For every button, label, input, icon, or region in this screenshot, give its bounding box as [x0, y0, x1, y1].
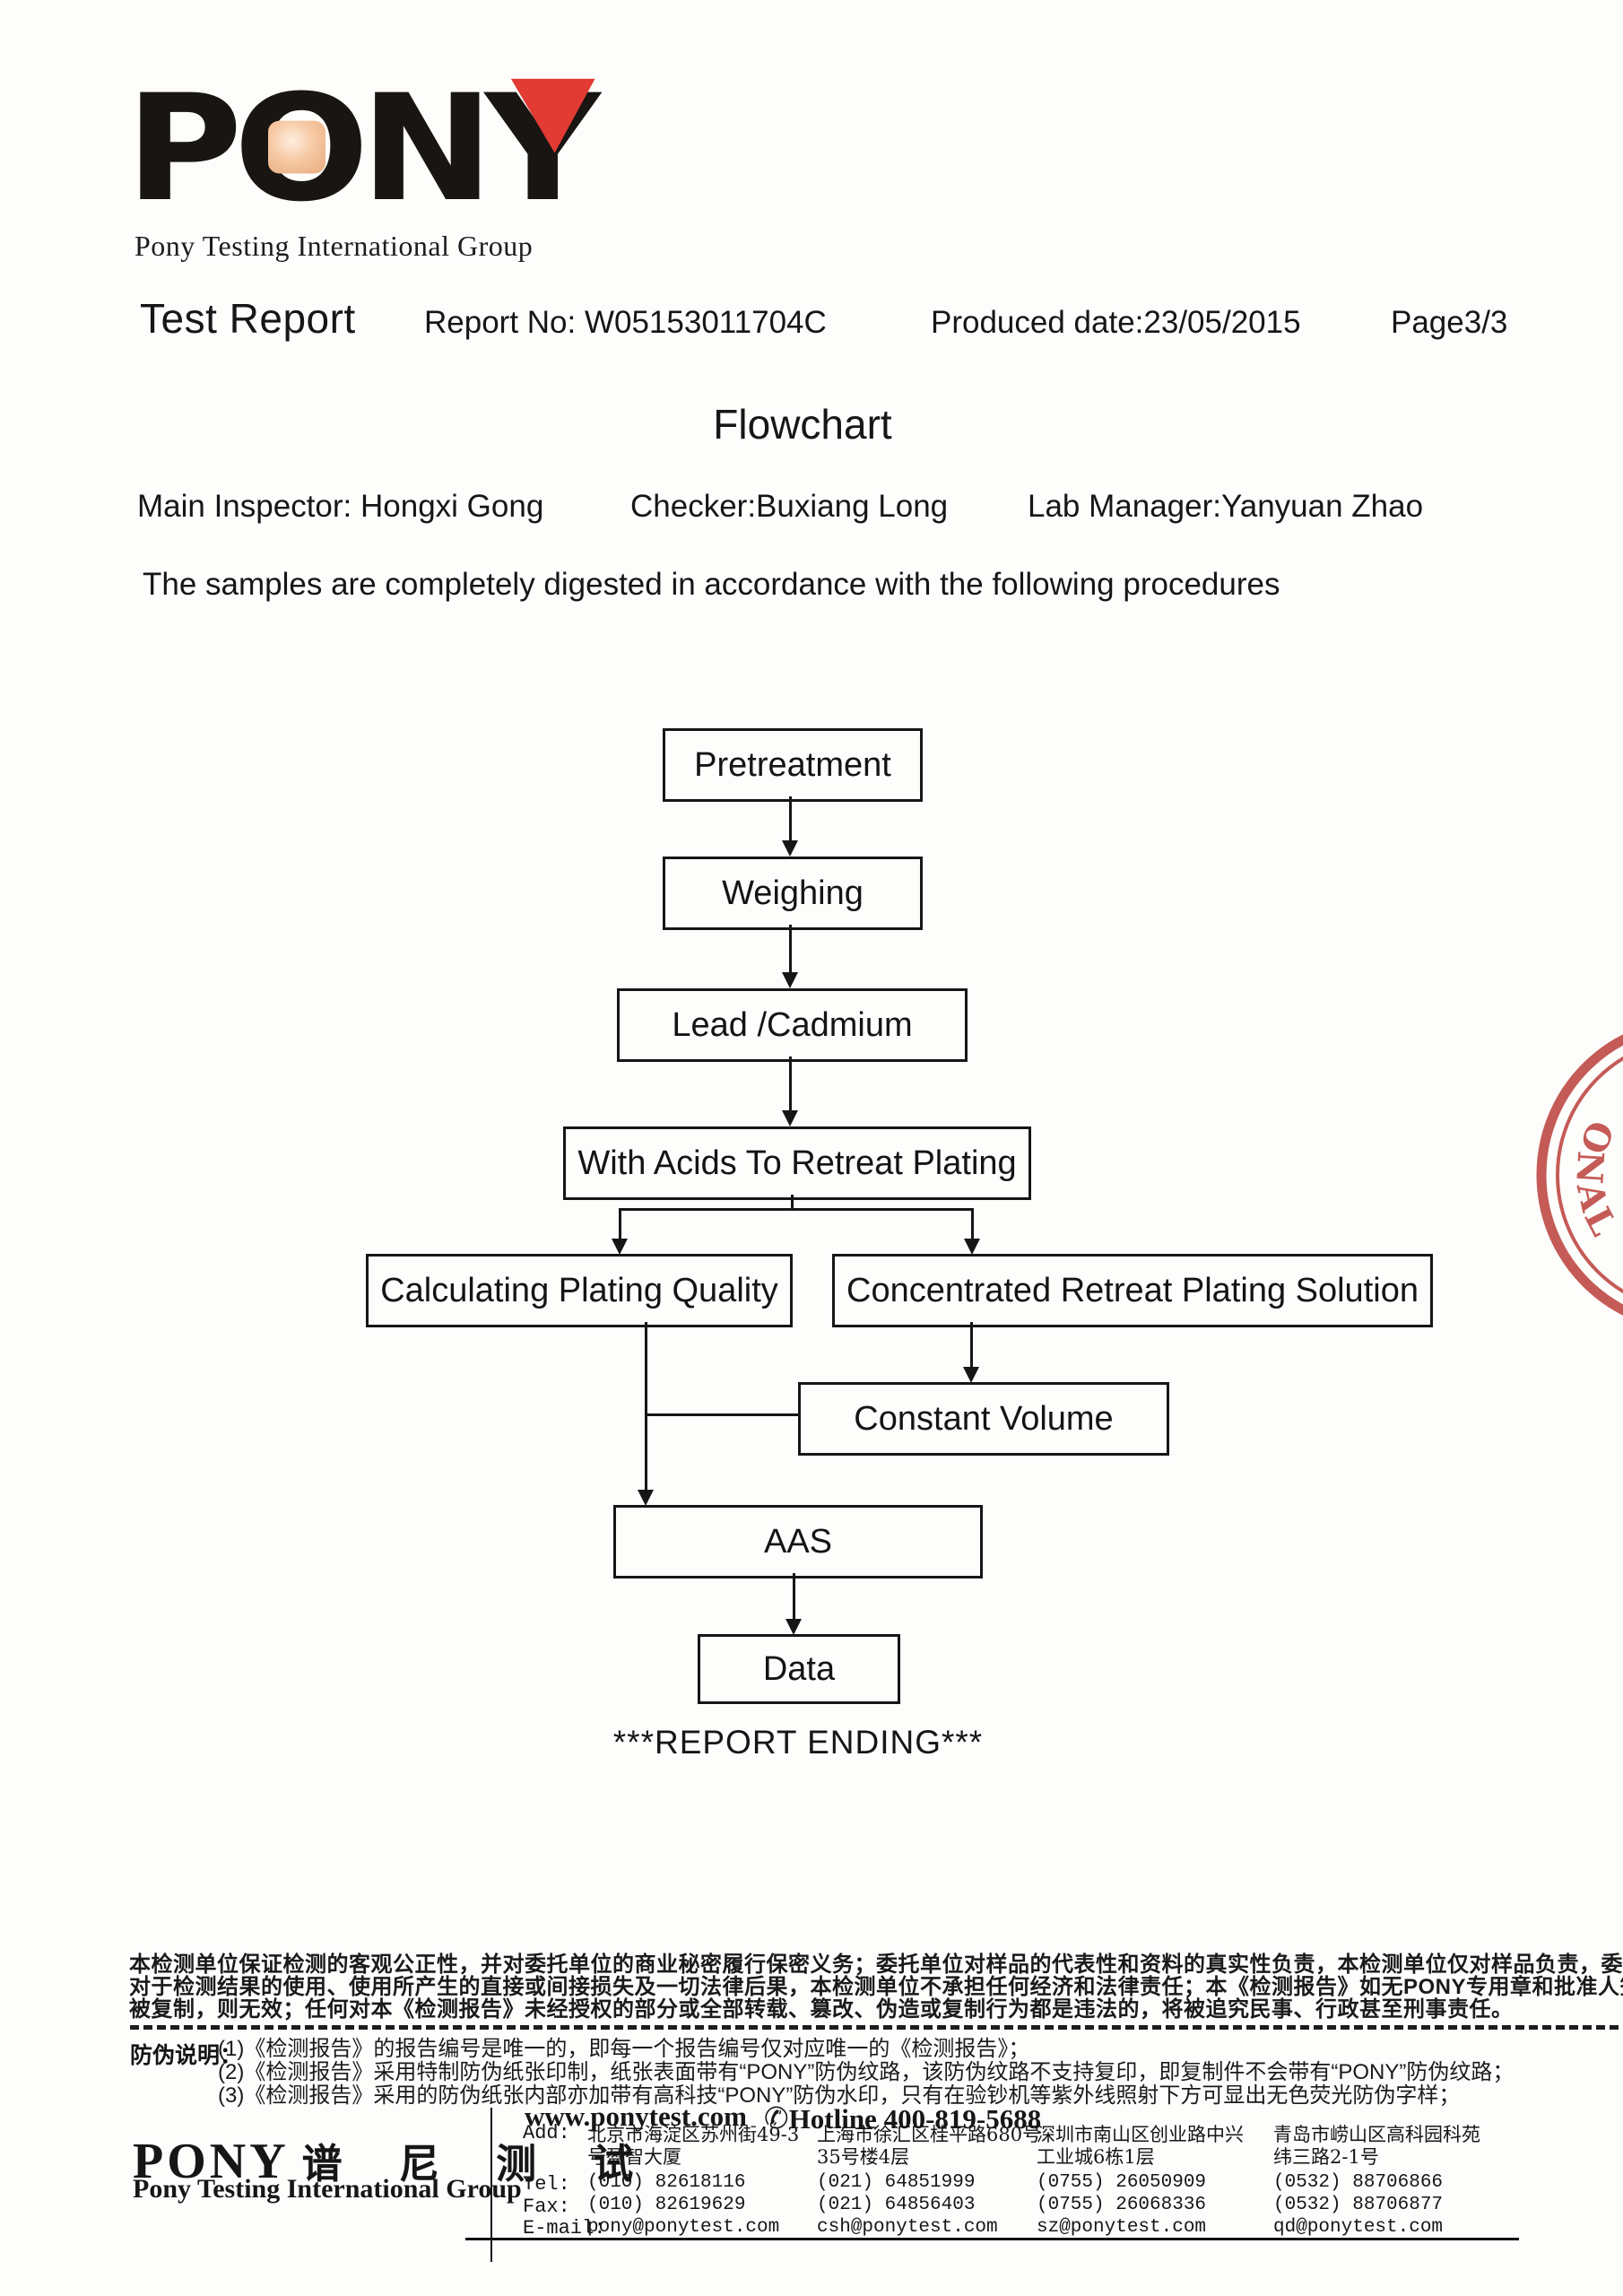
svg-text:ONAL: ONAL	[1567, 1115, 1623, 1244]
flow-node-concentrated: Concentrated Retreat Plating Solution	[832, 1254, 1433, 1327]
flow-node-lead-cadmium: Lead /Cadmium	[617, 988, 968, 1062]
website-link[interactable]: www.ponytest.com	[525, 2100, 747, 2132]
office-address-line: 号盈智大厦	[587, 2146, 681, 2168]
anti-fake-item: (3)《检测报告》采用的防伪纸张内部亦加带有高科技“PONY”防伪水印，只有在验…	[218, 2083, 1461, 2108]
office-address-line: 青岛市崂山区高科园科苑	[1273, 2124, 1480, 2145]
office-tel: (010) 82618116	[587, 2172, 746, 2193]
branch-horizontal-line	[620, 1208, 974, 1211]
section-title: Flowchart	[713, 401, 892, 448]
arrow-line-3	[789, 1057, 792, 1112]
calculating-down-line	[645, 1322, 647, 1492]
phone-icon: ✆	[764, 2100, 789, 2135]
intro-sentence: The samples are completely digested in a…	[143, 567, 1280, 602]
anti-fake-item: (1)《检测报告》的报告编号是唯一的，即每一个报告编号仅对应唯一的《检测报告》；	[218, 2037, 1030, 2061]
office-shenzhen: 深圳市南山区创业路中兴 工业城6栋1层 (0755) 26050909 (075…	[1037, 2120, 1244, 2239]
footer-logo-en: PONY	[133, 2134, 290, 2189]
arrow-line-concentrated	[970, 1322, 973, 1369]
checker: Checker:Buxiang Long	[630, 489, 949, 524]
label-address: Add:	[523, 2122, 570, 2144]
report-number: Report No: W05153011704C	[424, 305, 827, 340]
constant-volume-connector-line	[647, 1413, 798, 1416]
disclaimer-line: 本检测单位保证检测的客观公正性，并对委托单位的商业秘密履行保密义务；委托单位对样…	[129, 1952, 1623, 1977]
flow-node-weighing: Weighing	[663, 857, 923, 930]
report-title: Test Report	[140, 295, 356, 342]
disclaimer-line: 被复制，则无效；任何对本《检测报告》未经授权的部分或全部转载、篡改、伪造或复制行…	[129, 1997, 1514, 2022]
branch-stub-line	[791, 1195, 794, 1211]
pony-logo: PONY	[126, 63, 601, 234]
arrow-head-1-icon	[782, 840, 798, 857]
office-address-line: 北京市海淀区苏州街49-3	[587, 2124, 800, 2145]
flow-node-pretreatment: Pretreatment	[663, 728, 923, 802]
disclaimer-paragraph: 本检测单位保证检测的客观公正性，并对委托单位的商业秘密履行保密义务；委托单位对样…	[129, 1953, 1623, 2021]
produced-date: Produced date:23/05/2015	[931, 305, 1301, 340]
arrow-head-aas-icon	[638, 1490, 654, 1506]
office-address-line: 工业城6栋1层	[1037, 2146, 1155, 2168]
office-fax: (010) 82619629	[587, 2195, 746, 2215]
report-ending: ***REPORT ENDING***	[612, 1724, 984, 1761]
branch-right-arrow-icon	[964, 1239, 980, 1255]
office-fax: (0755) 26068336	[1037, 2195, 1207, 2215]
logo-orange-square-icon	[268, 120, 326, 174]
branch-left-line	[619, 1208, 621, 1240]
lab-manager: Lab Manager:Yanyuan Zhao	[1028, 489, 1424, 524]
office-tel: (0532) 88706866	[1273, 2172, 1444, 2193]
footer-logo-cn: 谱 尼 测 试	[301, 2142, 657, 2187]
flow-node-with-acids: With Acids To Retreat Plating	[563, 1126, 1031, 1200]
hotline: ✆Hotline 400-819-5688	[764, 2100, 1042, 2135]
branch-right-line	[971, 1208, 974, 1240]
office-fax: (0532) 88706877	[1273, 2195, 1444, 2215]
footer-bottom-rule	[465, 2238, 1519, 2240]
arrow-line-1	[789, 796, 792, 842]
logo-letter-o: O	[233, 75, 369, 222]
anti-fake-list: (1)《检测报告》的报告编号是唯一的，即每一个报告编号仅对应唯一的《检测报告》；…	[218, 2038, 1514, 2108]
office-email[interactable]: csh@ponytest.com	[817, 2217, 998, 2238]
flow-node-data: Data	[698, 1634, 900, 1704]
arrow-head-2-icon	[782, 972, 798, 988]
arrow-line-2	[789, 925, 792, 974]
red-seal-stamp: ONAL	[1536, 1034, 1623, 1316]
label-email: E-mail:	[523, 2217, 606, 2239]
office-email[interactable]: pony@ponytest.com	[587, 2217, 780, 2238]
office-tel: (021) 64851999	[817, 2172, 976, 2193]
footer-logo-subtitle: Pony Testing International Group	[133, 2174, 522, 2204]
office-tel: (0755) 26050909	[1037, 2172, 1207, 2193]
office-email[interactable]: sz@ponytest.com	[1037, 2217, 1207, 2238]
arrow-line-data	[793, 1573, 795, 1621]
logo-letter-y: Y	[485, 75, 601, 222]
main-inspector: Main Inspector: Hongxi Gong	[137, 489, 544, 524]
flow-node-calculating: Calculating Plating Quality	[366, 1254, 793, 1327]
logo-letter-n: N	[360, 63, 494, 234]
disclaimer-line: 对于检测结果的使用、使用所产生的直接或间接损失及一切法律后果，本检测单位不承担任…	[129, 1975, 1623, 1999]
office-email[interactable]: qd@ponytest.com	[1273, 2217, 1444, 2238]
anti-fake-item: (2)《检测报告》采用特制防伪纸张印制，纸张表面带有“PONY”防伪纹路，该防伪…	[218, 2060, 1515, 2084]
office-address-line: 深圳市南山区创业路中兴	[1037, 2124, 1244, 2145]
seal-visible-text: ONAL	[1567, 1115, 1623, 1244]
office-beijing: 北京市海淀区苏州街49-3 号盈智大厦 (010) 82618116 (010)…	[587, 2120, 799, 2239]
footer-vertical-divider	[490, 2108, 492, 2262]
arrow-head-3-icon	[782, 1110, 798, 1126]
branch-left-arrow-icon	[612, 1239, 628, 1255]
dashed-divider	[130, 2025, 1619, 2030]
flow-node-aas: AAS	[613, 1505, 983, 1578]
arrow-head-data-icon	[785, 1619, 802, 1635]
office-shanghai: 上海市徐汇区桂平路680号 35号楼4层 (021) 64851999 (021…	[817, 2120, 1041, 2239]
logo-letter-p: P	[126, 63, 243, 234]
office-fax: (021) 64856403	[817, 2195, 976, 2215]
arrow-head-concentrated-icon	[963, 1367, 979, 1383]
flow-node-constant-volume: Constant Volume	[798, 1382, 1169, 1456]
office-address-line: 35号楼4层	[817, 2146, 910, 2168]
office-address-line: 上海市徐汇区桂平路680号	[817, 2124, 1042, 2145]
page-indicator: Page3/3	[1391, 305, 1508, 340]
office-address-line: 纬三路2-1号	[1273, 2146, 1379, 2168]
brand-tagline: Pony Testing International Group	[135, 230, 534, 262]
label-tel: Tel:	[523, 2173, 570, 2196]
label-fax: Fax:	[523, 2196, 570, 2218]
office-qingdao: 青岛市崂山区高科园科苑 纬三路2-1号 (0532) 88706866 (053…	[1273, 2120, 1480, 2239]
anti-fake-label: 防伪说明：	[130, 2043, 243, 2068]
